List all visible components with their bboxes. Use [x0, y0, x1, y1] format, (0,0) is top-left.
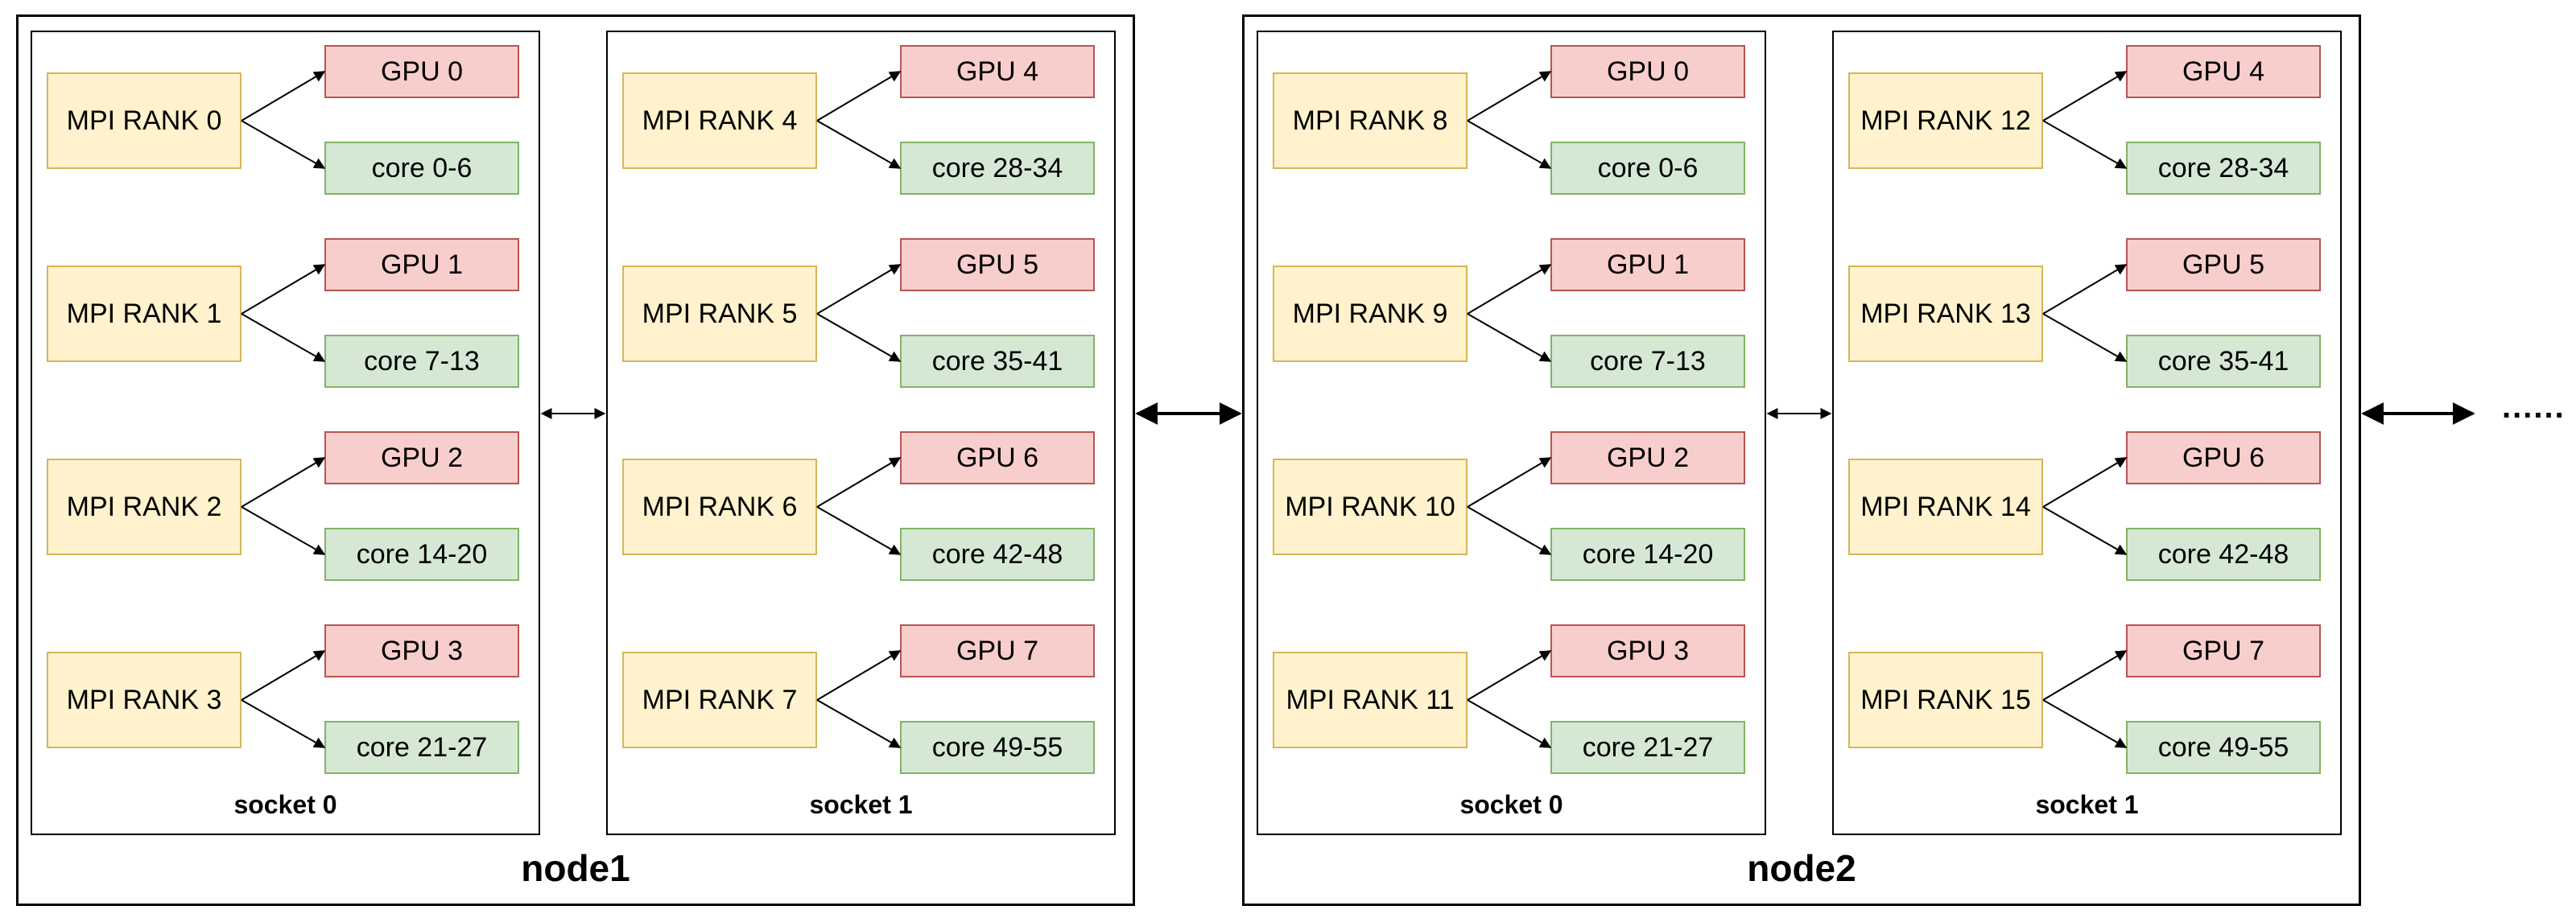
core-range-box: core 35-41 — [2126, 335, 2321, 388]
node-label: node1 — [521, 847, 630, 889]
rank-to-gpu-arrow — [1467, 71, 1552, 121]
rank-to-core-arrow — [816, 506, 902, 555]
rank-to-core-arrow — [1467, 313, 1552, 362]
socket-label: socket 1 — [2035, 790, 2139, 819]
core-range-box: core 0-6 — [324, 142, 519, 195]
mpi-rank-box: MPI RANK 0 — [47, 72, 242, 169]
rank-to-core-arrow — [1467, 506, 1552, 555]
node-frame — [1242, 14, 2361, 906]
node-label: node2 — [1747, 847, 1856, 889]
rank-to-gpu-arrow — [2042, 457, 2128, 508]
rank-to-gpu-arrow — [1467, 264, 1552, 315]
gpu-box: GPU 7 — [900, 624, 1095, 677]
mpi-rank-box: MPI RANK 9 — [1273, 266, 1468, 362]
mpi-rank-box: MPI RANK 13 — [1848, 266, 2043, 362]
rank-to-core-arrow — [241, 120, 326, 169]
rank-to-gpu-arrow — [241, 650, 326, 701]
rank-to-core-arrow — [816, 120, 902, 169]
core-range-box: core 35-41 — [900, 335, 1095, 388]
rank-to-gpu-arrow — [241, 457, 326, 508]
core-range-box: core 42-48 — [900, 528, 1095, 581]
core-range-box: core 14-20 — [1550, 528, 1745, 581]
socket-frame — [1832, 31, 2342, 835]
rank-to-gpu-arrow — [241, 264, 326, 315]
mpi-rank-box: MPI RANK 8 — [1273, 72, 1468, 169]
rank-to-core-arrow — [816, 313, 902, 362]
mpi-rank-box: MPI RANK 10 — [1273, 459, 1468, 555]
mpi-rank-box: MPI RANK 15 — [1848, 652, 2043, 748]
mpi-rank-box: MPI RANK 11 — [1273, 652, 1468, 748]
rank-to-core-arrow — [2042, 506, 2128, 555]
mpi-rank-box: MPI RANK 2 — [47, 459, 242, 555]
gpu-box: GPU 7 — [2126, 624, 2321, 677]
gpu-box: GPU 1 — [324, 238, 519, 291]
core-range-box: core 28-34 — [2126, 142, 2321, 195]
socket-label: socket 0 — [1459, 790, 1563, 819]
node-frame — [16, 14, 1135, 906]
rank-to-core-arrow — [2042, 313, 2128, 362]
socket-label: socket 1 — [809, 790, 913, 819]
mpi-rank-box: MPI RANK 5 — [622, 266, 817, 362]
core-range-box: core 7-13 — [324, 335, 519, 388]
mpi-rank-box: MPI RANK 4 — [622, 72, 817, 169]
gpu-box: GPU 3 — [1550, 624, 1745, 677]
rank-to-gpu-arrow — [1467, 650, 1552, 701]
mpi-rank-box: MPI RANK 6 — [622, 459, 817, 555]
mpi-rank-box: MPI RANK 7 — [622, 652, 817, 748]
rank-to-core-arrow — [241, 506, 326, 555]
gpu-box: GPU 0 — [324, 45, 519, 98]
rank-to-core-arrow — [1467, 120, 1552, 169]
rank-to-core-arrow — [1467, 699, 1552, 748]
gpu-box: GPU 4 — [2126, 45, 2321, 98]
rank-to-core-arrow — [816, 699, 902, 748]
gpu-box: GPU 5 — [900, 238, 1095, 291]
socket-frame — [31, 31, 540, 835]
gpu-box: GPU 2 — [324, 431, 519, 484]
rank-to-core-arrow — [2042, 699, 2128, 748]
gpu-box: GPU 6 — [900, 431, 1095, 484]
rank-to-core-arrow — [2042, 120, 2128, 169]
rank-to-gpu-arrow — [2042, 71, 2128, 121]
core-range-box: core 28-34 — [900, 142, 1095, 195]
mpi-rank-box: MPI RANK 14 — [1848, 459, 2043, 555]
gpu-box: GPU 6 — [2126, 431, 2321, 484]
mpi-rank-box: MPI RANK 3 — [47, 652, 242, 748]
socket-label: socket 0 — [233, 790, 337, 819]
mpi-rank-box: MPI RANK 1 — [47, 266, 242, 362]
core-range-box: core 7-13 — [1550, 335, 1745, 388]
rank-to-gpu-arrow — [2042, 264, 2128, 315]
rank-to-gpu-arrow — [1467, 457, 1552, 508]
gpu-box: GPU 4 — [900, 45, 1095, 98]
gpu-box: GPU 5 — [2126, 238, 2321, 291]
rank-to-gpu-arrow — [241, 71, 326, 121]
gpu-box: GPU 1 — [1550, 238, 1745, 291]
rank-to-core-arrow — [241, 313, 326, 362]
core-range-box: core 49-55 — [900, 721, 1095, 774]
core-range-box: core 49-55 — [2126, 721, 2321, 774]
mpi-rank-box: MPI RANK 12 — [1848, 72, 2043, 169]
rank-to-gpu-arrow — [816, 71, 902, 121]
rank-to-gpu-arrow — [2042, 650, 2128, 701]
rank-to-gpu-arrow — [816, 457, 902, 508]
core-range-box: core 21-27 — [324, 721, 519, 774]
rank-to-gpu-arrow — [816, 650, 902, 701]
socket-frame — [606, 31, 1116, 835]
socket-frame — [1257, 31, 1766, 835]
rank-to-core-arrow — [241, 699, 326, 748]
core-range-box: core 14-20 — [324, 528, 519, 581]
rank-to-gpu-arrow — [816, 264, 902, 315]
gpu-box: GPU 0 — [1550, 45, 1745, 98]
core-range-box: core 0-6 — [1550, 142, 1745, 195]
gpu-box: GPU 3 — [324, 624, 519, 677]
core-range-box: core 21-27 — [1550, 721, 1745, 774]
continuation-ellipsis: ...... — [2502, 389, 2566, 425]
